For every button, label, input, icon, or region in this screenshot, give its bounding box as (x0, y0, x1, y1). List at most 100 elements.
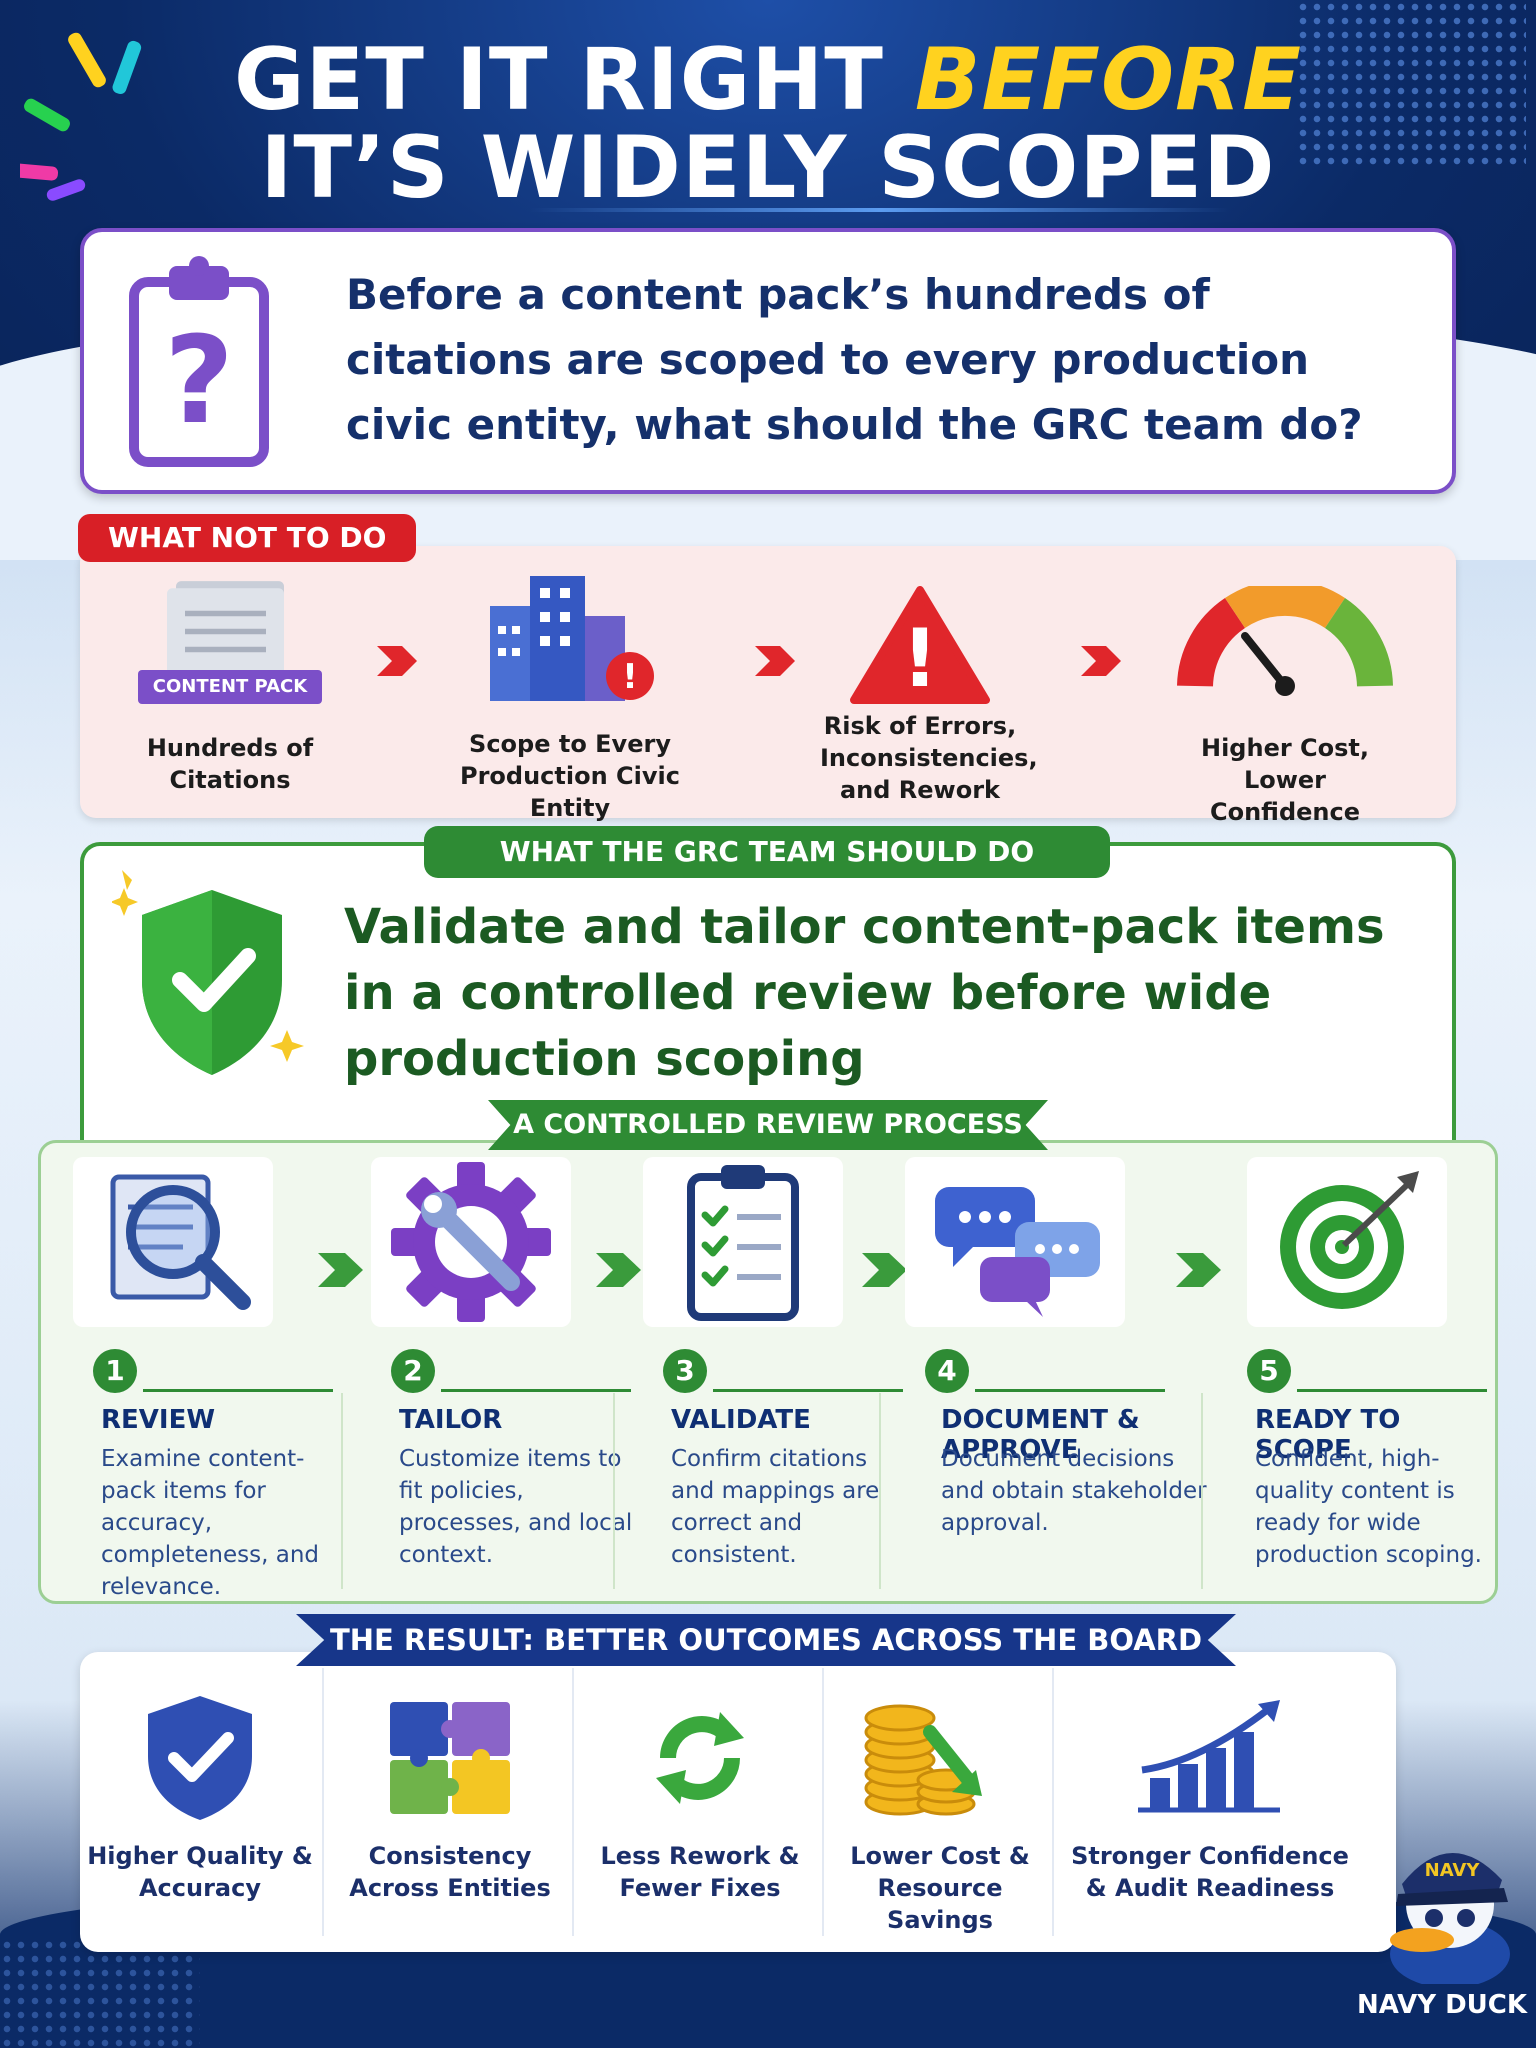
process-step: 3 VALIDATE Confirm citations and mapping… (633, 1143, 903, 1601)
process-step: 4 DOCUMENT & APPROVE Document decisions … (895, 1143, 1215, 1601)
step-icon-box (643, 1157, 843, 1327)
step-heading: VALIDATE (671, 1405, 811, 1435)
content-pack-badge: CONTENT PACK (138, 670, 322, 704)
step-heading: DOCUMENT & APPROVE (941, 1405, 1140, 1465)
coins-icon (864, 1704, 982, 1816)
step-description: Confirm citations and mappings are corre… (671, 1446, 880, 1568)
result-caption: Stronger Confidence & Audit Readiness (1071, 1842, 1349, 1902)
not-item-citations: CONTENT PACK Hundreds of Citations (130, 546, 330, 818)
not-item-caption: Higher Cost, Lower Confidence (1200, 734, 1370, 826)
result-caption: Lower Cost & Resource Savings (850, 1842, 1030, 1934)
should-do-panel (80, 842, 1456, 1142)
chat-bubbles-icon (935, 1187, 1100, 1317)
recycle-arrows-icon (656, 1712, 744, 1804)
page-title-line1: GET IT RIGHT BEFORE (233, 30, 1303, 130)
not-item-scope: ! Scope to Every Production Civic Entity (440, 546, 700, 822)
navy-duck-mascot-icon: NAVY (1390, 1852, 1510, 1984)
step-number: 2 (391, 1349, 435, 1393)
arrow-right-icon (318, 1253, 363, 1287)
result-label: THE RESULT: BETTER OUTCOMES ACROSS THE B… (296, 1614, 1236, 1666)
arrow-right-icon (862, 1253, 907, 1287)
step-description: Document decisions and obtain stakeholde… (941, 1446, 1207, 1536)
step-underline (441, 1389, 631, 1392)
result-divider (822, 1668, 824, 1936)
step-underline (713, 1389, 903, 1392)
step-number: 4 (925, 1349, 969, 1393)
result-item: Consistency Across Entities (330, 1652, 570, 1952)
result-item: Less Rework & Fewer Fixes (580, 1652, 820, 1952)
title-underline (530, 208, 1230, 212)
process-label: A CONTROLLED REVIEW PROCESS (488, 1100, 1048, 1150)
step-heading: TAILOR (399, 1405, 503, 1435)
not-item-caption: Hundreds of Citations (146, 734, 314, 794)
step-heading: READY TO SCOPE (1255, 1405, 1401, 1465)
not-item-risk: ! Risk of Errors, Inconsistencies, and R… (820, 546, 1038, 818)
should-do-text: Validate and tailor content-pack items i… (344, 899, 1385, 1087)
result-divider (1052, 1668, 1054, 1936)
process-step: 1 REVIEW Examine content-pack items for … (63, 1143, 343, 1601)
step-underline (143, 1389, 333, 1392)
clipboard-question-icon: ? (129, 256, 269, 467)
title-highlight: BEFORE (914, 30, 1303, 130)
gear-wrench-icon (391, 1162, 551, 1322)
should-do-label: WHAT THE GRC TEAM SHOULD DO (424, 826, 1110, 878)
page-title-line2: IT’S WIDELY SCOPED (260, 118, 1276, 218)
result-caption: Less Rework & Fewer Fixes (600, 1842, 800, 1902)
step-icon-box (73, 1157, 273, 1327)
process-step: 5 READY TO SCOPE Confident, high-quality… (1217, 1143, 1497, 1601)
mascot-hat-text: NAVY (1425, 1860, 1481, 1881)
checklist-clipboard-icon (687, 1165, 799, 1321)
step-divider (1201, 1393, 1203, 1589)
step-icon-box (1247, 1157, 1447, 1327)
step-number: 3 (663, 1349, 707, 1393)
step-description: Customize items to fit policies, process… (399, 1446, 633, 1568)
growth-chart-icon (1138, 1700, 1280, 1813)
result-item: Stronger Confidence & Audit Readiness (1060, 1652, 1360, 1952)
svg-text:!: ! (902, 612, 938, 705)
not-item-caption: Scope to Every Production Civic Entity (460, 730, 680, 822)
document-stack-icon (167, 581, 284, 688)
step-icon-box (371, 1157, 571, 1327)
not-item-cost: Higher Cost, Lower Confidence (1170, 546, 1400, 826)
process-panel: 1 REVIEW Examine content-pack items for … (38, 1140, 1498, 1604)
result-divider (572, 1668, 574, 1936)
color-burst-icon (20, 32, 142, 201)
result-item: Higher Quality & Accuracy (80, 1652, 320, 1952)
puzzle-icon (390, 1702, 510, 1814)
shield-check-icon (112, 870, 304, 1075)
step-divider (879, 1393, 881, 1589)
buildings-icon: ! (490, 576, 654, 701)
what-not-to-do-label: WHAT NOT TO DO (78, 514, 417, 562)
warning-icon: ! (850, 586, 990, 705)
step-number: 1 (93, 1349, 137, 1393)
process-step: 2 TAILOR Customize items to fit policies… (361, 1143, 641, 1601)
arrow-right-icon (1081, 646, 1121, 676)
arrow-right-icon (377, 646, 417, 676)
magnifier-document-icon (110, 1174, 251, 1310)
target-icon (1280, 1171, 1419, 1309)
result-panel: Higher Quality & Accuracy Consistency Ac… (80, 1652, 1396, 1952)
what-not-to-do-panel: CONTENT PACK Hundreds of Citations ! Sco… (80, 546, 1456, 826)
arrow-right-icon (1176, 1253, 1221, 1287)
step-description: Examine content-pack items for accuracy,… (101, 1446, 320, 1600)
step-underline (1297, 1389, 1487, 1392)
step-divider (341, 1393, 343, 1589)
step-number: 5 (1247, 1349, 1291, 1393)
mascot-label: NAVY DUCK (1356, 1990, 1528, 2020)
not-item-caption: Risk of Errors, Inconsistencies, and Rew… (820, 712, 1038, 804)
shield-check-icon (148, 1696, 252, 1820)
step-underline (975, 1389, 1165, 1392)
dot-pattern-top-right (1296, 0, 1526, 170)
svg-text:?: ? (164, 312, 234, 451)
arrow-right-icon (596, 1253, 641, 1287)
result-item: Lower Cost & Resource Savings (830, 1652, 1050, 1952)
question-card: ? Before a content pack’s hundreds of ci… (80, 228, 1456, 494)
gauge-icon (1177, 586, 1393, 696)
step-heading: REVIEW (101, 1405, 216, 1435)
result-caption: Consistency Across Entities (349, 1842, 551, 1902)
question-text: Before a content pack’s hundreds of cita… (346, 270, 1363, 449)
dot-pattern-bottom-left (0, 1938, 200, 2048)
arrow-right-icon (755, 646, 795, 676)
svg-text:!: ! (622, 657, 638, 697)
result-divider (322, 1668, 324, 1936)
